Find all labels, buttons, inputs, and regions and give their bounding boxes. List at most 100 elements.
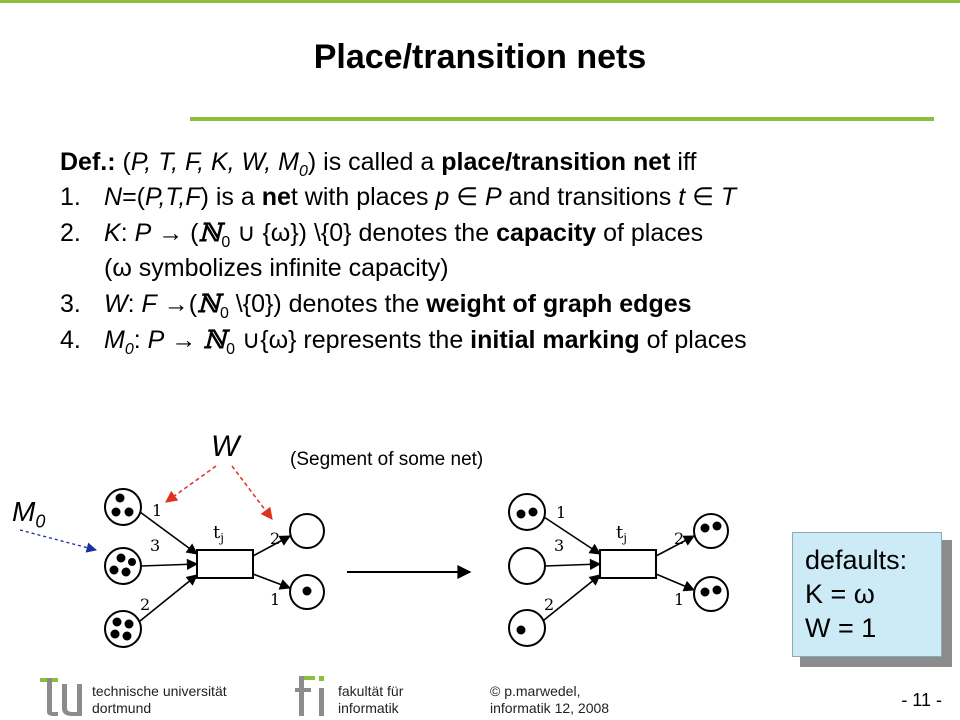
term-capacity: capacity (496, 219, 597, 247)
text: and transitions (501, 183, 679, 211)
text: P,T,F (145, 183, 201, 211)
arc (140, 558, 199, 570)
token (121, 567, 131, 577)
term-pt-net: place/transition net (441, 148, 671, 176)
text: t with places (290, 183, 436, 211)
arc (139, 574, 198, 622)
arc (252, 535, 291, 557)
text: t (213, 522, 221, 543)
text: fakultät für (338, 683, 404, 699)
weight-pointer-arrow-1 (165, 465, 217, 503)
text: iff (670, 148, 697, 176)
arc (543, 516, 601, 555)
text: → (164, 326, 204, 354)
text: W (104, 290, 128, 318)
tuple: P, T, F, K, W, M (130, 148, 299, 176)
text: of places (596, 219, 704, 247)
token (110, 629, 120, 639)
text: N (104, 183, 123, 211)
place-after-1 (508, 493, 546, 531)
text: K (104, 219, 121, 247)
def-label: Def.: (60, 148, 116, 176)
text: ∈ (685, 183, 721, 211)
defaults-w: W = 1 (805, 613, 877, 643)
place-after-5 (693, 576, 729, 612)
text: : (133, 326, 148, 354)
arc (543, 574, 601, 621)
edge-weight: 2 (140, 595, 150, 614)
text: technische universität (92, 683, 227, 699)
place-before-1 (104, 488, 142, 526)
definition-item-4: 4.M0: P → ℕ0 ∪{ω} represents the initial… (60, 322, 940, 358)
text: is called a (316, 148, 442, 176)
edge-weight: 1 (270, 590, 280, 609)
edge-weight: 1 (674, 590, 684, 609)
page-number: - 11 - (901, 690, 942, 710)
text: © p.marwedel, (490, 683, 581, 699)
place-before-3 (104, 610, 142, 648)
naturals-symbol: ℕ (203, 325, 227, 354)
definition-item-2: 2.K: P → (ℕ0 ∪ {ω}) \{0} denotes the cap… (60, 215, 940, 251)
arc (655, 535, 695, 557)
token (528, 507, 538, 517)
definition-item-2-note: (ω symbolizes infinite capacity) (104, 254, 449, 282)
transition-before (196, 549, 254, 579)
transition-label: tj (213, 522, 224, 545)
text: T (720, 183, 737, 211)
token (124, 619, 134, 629)
text: ) (307, 148, 317, 176)
definition-item-1: 1.N=(P,T,F) is a net with places p ∈ P a… (60, 180, 940, 215)
edge-weight: 2 (544, 595, 554, 614)
place-after-4 (693, 513, 729, 549)
text: ) is a (200, 183, 262, 211)
naturals-symbol: ℕ (197, 289, 220, 318)
text: ne (261, 183, 291, 211)
place-after-3 (508, 609, 546, 647)
text: ∈ (449, 183, 485, 211)
item-number: 2. (60, 219, 81, 247)
text: informatik 12, 2008 (490, 700, 610, 716)
text: =( (122, 183, 145, 211)
arc (544, 558, 602, 570)
edge-weight: 1 (152, 501, 162, 520)
net-before: 1 3 2 2 1 tj (104, 488, 325, 648)
text: : (127, 290, 142, 318)
title-separator (190, 117, 934, 121)
text: 0 (219, 305, 229, 322)
footer-faculty: fakultät für informatik (338, 683, 403, 717)
tu-logo (40, 678, 82, 716)
text: of places (639, 326, 747, 354)
text: 0 (226, 341, 235, 358)
text: 0 (35, 511, 46, 532)
edge-weight: 2 (270, 529, 280, 548)
marking-pointer-arrow (19, 529, 98, 553)
text: ( (115, 148, 131, 176)
text: M (104, 326, 125, 354)
top-accent-line (0, 0, 960, 3)
term-weight: weight of graph edges (426, 290, 692, 318)
footer-author: © p.marwedel, informatik 12, 2008 (490, 683, 609, 717)
token (712, 521, 722, 531)
token (112, 617, 122, 627)
item-number: 3. (60, 290, 81, 318)
text: P (485, 183, 502, 211)
text: 0 (124, 341, 134, 358)
weight-pointer-arrow-2 (231, 465, 273, 520)
fi-logo (295, 676, 324, 716)
token (122, 631, 132, 641)
arc (655, 573, 696, 592)
text: F (141, 290, 157, 318)
term-initial-marking: initial marking (470, 326, 640, 354)
definition-intro: Def.: (P, T, F, K, W, M0) is called a pl… (60, 145, 940, 180)
defaults-k: K = ω (805, 579, 875, 609)
text: 0 (221, 234, 231, 251)
definition-item-3: 3.W: F →(ℕ0 \{0}) denotes the weight of … (60, 286, 940, 322)
token (700, 523, 710, 533)
edge-weight: 1 (556, 503, 566, 522)
token (111, 507, 121, 517)
transition-after (599, 549, 657, 579)
text: M (12, 496, 36, 527)
text: p (435, 183, 450, 211)
place-before-5 (289, 574, 325, 610)
token (116, 553, 126, 563)
